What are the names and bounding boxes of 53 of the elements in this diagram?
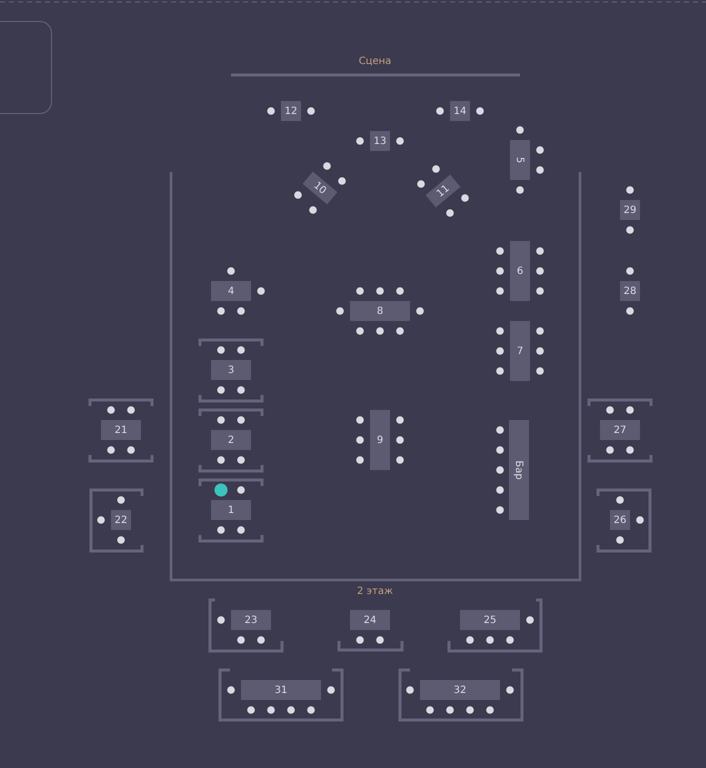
table (600, 420, 640, 440)
table-number: 32 (454, 684, 466, 696)
table-number: 22 (114, 514, 128, 526)
table (241, 680, 321, 700)
table (460, 610, 520, 630)
table (510, 241, 530, 301)
table (510, 321, 530, 381)
table (620, 200, 640, 220)
area-label: Сцена (358, 56, 392, 67)
table (420, 680, 500, 700)
table-number: 3 (228, 364, 234, 376)
table-number: 10 (312, 180, 328, 196)
table (211, 360, 251, 380)
table (111, 510, 131, 530)
table-number: 6 (516, 266, 524, 276)
table-number: 12 (284, 106, 298, 116)
table (370, 131, 390, 151)
table (509, 420, 529, 520)
table-number: 1 (228, 504, 234, 516)
table (350, 610, 390, 630)
table (101, 420, 141, 440)
table-number: 5 (514, 156, 526, 164)
table-number: 14 (454, 106, 466, 116)
table-number: 29 (624, 204, 636, 216)
table (281, 101, 301, 121)
table-number: 26 (614, 514, 626, 526)
table (211, 500, 251, 520)
table-number: 13 (374, 136, 386, 146)
table (370, 410, 390, 470)
panel-outline (0, 21, 52, 114)
area-label: 2 этаж (357, 586, 393, 597)
table (231, 610, 271, 630)
table-number: 2 (228, 434, 234, 446)
table-number: 7 (516, 346, 524, 356)
table-number: 23 (244, 614, 258, 626)
table-number: 4 (228, 286, 234, 296)
table-number: 31 (274, 684, 288, 696)
table-number: 28 (624, 286, 636, 296)
table-number: 9 (376, 434, 384, 446)
table-number: 27 (614, 424, 626, 436)
table (510, 140, 530, 180)
table (211, 430, 251, 450)
table-number: 21 (114, 424, 128, 436)
table (211, 281, 251, 301)
table-number: Бар (514, 460, 524, 480)
table-number: 25 (484, 614, 496, 626)
table-number: 24 (364, 614, 376, 626)
table (450, 101, 470, 121)
table (610, 510, 630, 530)
table-number: 11 (434, 182, 452, 200)
table (350, 301, 410, 321)
table-number: 8 (376, 306, 384, 316)
table (620, 281, 640, 301)
